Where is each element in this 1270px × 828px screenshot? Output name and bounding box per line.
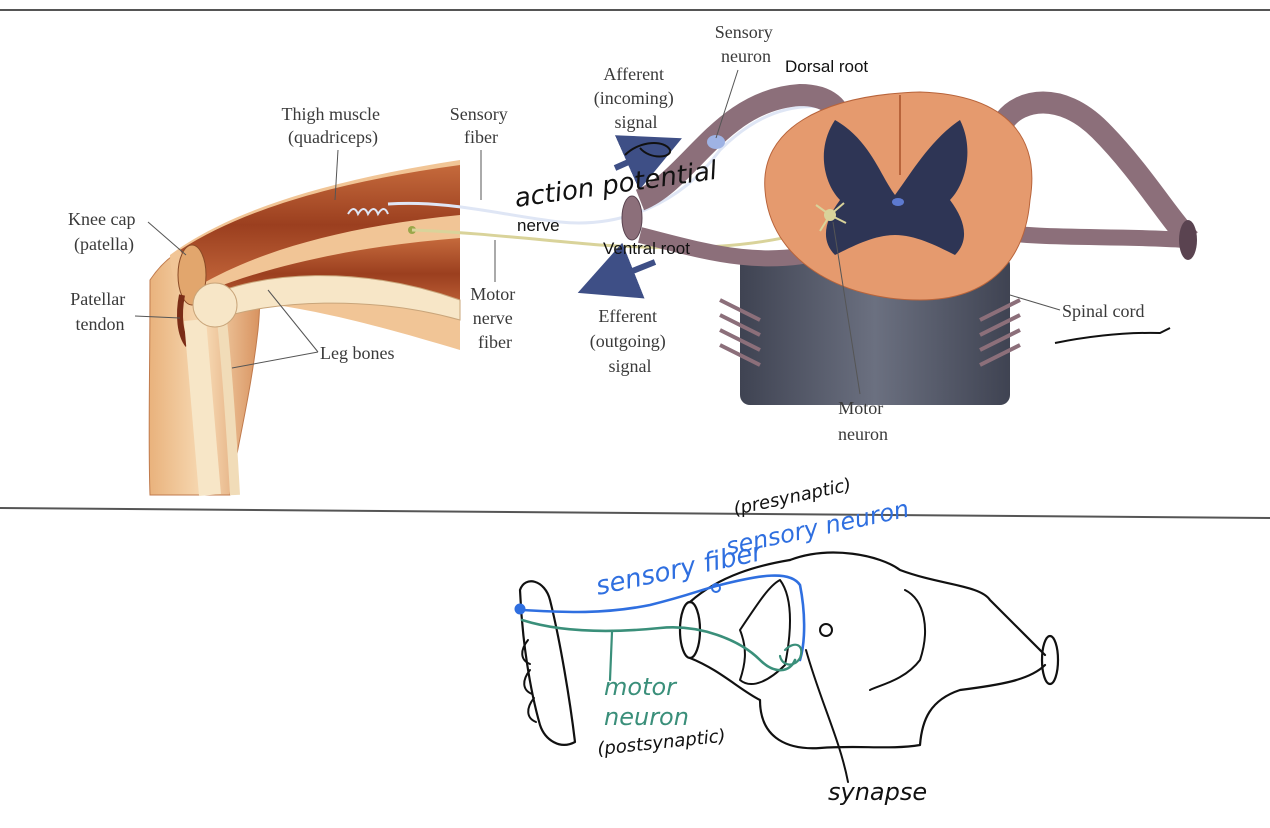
label-efferent: Efferent (outgoing) signal (590, 306, 671, 376)
label-thigh-muscle: Thigh muscle (quadriceps) (282, 104, 385, 148)
label-afferent: Afferent (incoming) signal (594, 64, 678, 132)
label-leg-bones: Leg bones (320, 343, 394, 363)
label-sensory-fiber: Sensory fiber (450, 104, 513, 147)
handwritten-synapse: synapse (828, 778, 927, 806)
spinal-cord-underline (1054, 327, 1171, 344)
efferent-arrow (577, 242, 657, 299)
middle-rule (0, 507, 1270, 519)
label-motor-nerve-fiber: Motor nerve fiber (470, 284, 520, 352)
leg-illustration (148, 160, 461, 496)
afferent-arrow (613, 135, 682, 191)
label-patellar-tendon: Patellar tendon (70, 289, 129, 334)
handwritten-motor-neuron: motor neuron (604, 673, 689, 731)
spinal-cord-illustration (635, 83, 1198, 405)
label-spinal-cord: Spinal cord (1062, 301, 1145, 321)
label-dorsal-root: Dorsal root (785, 57, 868, 76)
label-nerve: nerve (517, 216, 560, 235)
label-ventral-root: Ventral root (603, 239, 690, 258)
label-knee-cap: Knee cap (patella) (68, 209, 140, 255)
hand-sketch (514, 551, 1060, 783)
label-motor-neuron: Motor neuron (838, 398, 888, 444)
handwritten-arrow-loop (624, 142, 671, 158)
label-sensory-neuron: Sensory neuron (715, 22, 778, 66)
